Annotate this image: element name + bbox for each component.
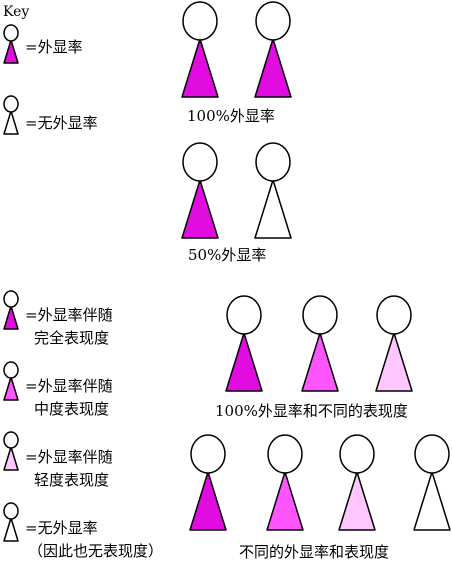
figure-100-b	[254, 1, 292, 98]
figure-varied-d	[413, 434, 451, 531]
figure-head	[3, 431, 19, 449]
figure-head	[302, 295, 338, 335]
figure-head	[190, 434, 226, 474]
legend-complete-expression-line2: 完全表现度	[34, 329, 110, 347]
legend-complete-expression-line1: =外显率伴随	[25, 306, 113, 324]
legend-icon-mild	[3, 431, 19, 471]
legend-icon-none	[3, 95, 19, 135]
figure-head	[339, 434, 375, 474]
figure-body	[338, 471, 376, 531]
figure-head	[255, 142, 291, 182]
figure-varied-expression-a	[225, 295, 263, 392]
figure-head	[182, 142, 218, 182]
legend-icon-moderate	[3, 361, 19, 401]
figure-head	[267, 434, 303, 474]
figure-100-a	[181, 1, 219, 98]
figure-varied-expression-c	[375, 295, 413, 392]
figure-body	[254, 38, 292, 98]
figure-50-a	[181, 142, 219, 239]
figure-varied-c	[338, 434, 376, 531]
caption-100-penetrance: 100%外显率	[187, 107, 275, 125]
figure-body	[181, 38, 219, 98]
figure-body	[266, 471, 304, 531]
legend-moderate-expression-line2: 中度表现度	[34, 400, 110, 418]
figure-varied-b	[266, 434, 304, 531]
legend-mild-expression-line2: 轻度表现度	[34, 471, 110, 489]
legend-icon-complete	[3, 290, 19, 330]
legend-no-penetrance-label: =无外显率	[25, 114, 98, 132]
legend-icon-full	[3, 24, 19, 64]
caption-100-penetrance-varied-expression: 100%外显率和不同的表现度	[215, 402, 408, 420]
figure-50-b	[254, 142, 292, 239]
figure-head	[255, 1, 291, 41]
figure-body	[413, 471, 451, 531]
figure-head	[3, 361, 19, 379]
legend-icon-none-expression	[3, 502, 19, 542]
figure-head	[182, 1, 218, 41]
figure-varied-expression-b	[301, 295, 339, 392]
figure-head	[226, 295, 262, 335]
figure-body	[3, 517, 19, 542]
figure-body	[375, 332, 413, 392]
caption-50-penetrance: 50%外显率	[188, 246, 267, 264]
figure-head	[3, 502, 19, 520]
figure-varied-a	[189, 434, 227, 531]
figure-head	[376, 295, 412, 335]
caption-varied-penetrance-expression: 不同的外显率和表现度	[239, 543, 390, 561]
legend-moderate-expression-line1: =外显率伴随	[25, 377, 113, 395]
figure-head	[414, 434, 450, 474]
figure-body	[181, 179, 219, 239]
legend-none-expression-line1: =无外显率	[25, 519, 98, 537]
figure-body	[3, 110, 19, 135]
key-title: Key	[3, 4, 30, 20]
legend-none-expression-line2: （因此也无表现度）	[28, 542, 164, 560]
figure-body	[3, 376, 19, 401]
legend-full-penetrance-label: =外显率	[25, 38, 83, 56]
figure-head	[3, 290, 19, 308]
figure-body	[3, 305, 19, 330]
figure-body	[3, 446, 19, 471]
legend-mild-expression-line1: =外显率伴随	[25, 448, 113, 466]
figure-head	[3, 24, 19, 42]
figure-body	[225, 332, 263, 392]
figure-body	[301, 332, 339, 392]
figure-body	[254, 179, 292, 239]
figure-body	[189, 471, 227, 531]
figure-body	[3, 39, 19, 64]
figure-head	[3, 95, 19, 113]
